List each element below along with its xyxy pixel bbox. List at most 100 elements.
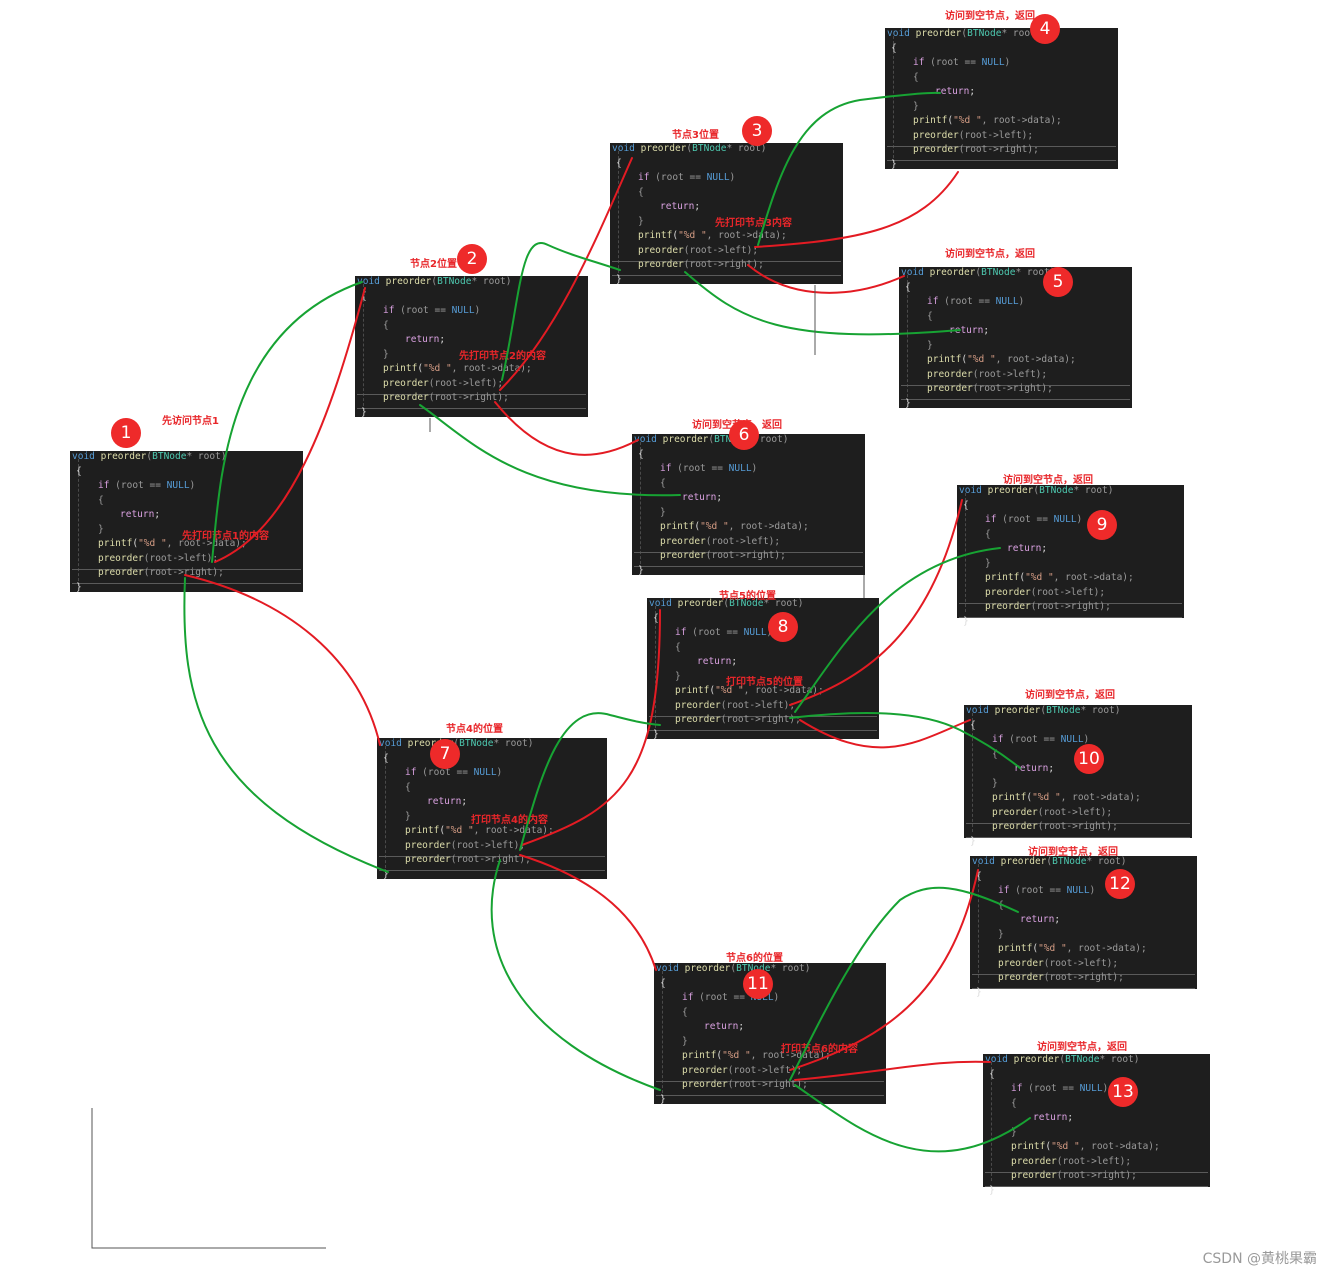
code-right-call: preorder(root->right);	[405, 854, 531, 865]
code-if-open: {	[660, 477, 666, 489]
code-left-call: preorder(root->left);	[682, 1064, 803, 1076]
step-badge: 1	[111, 418, 141, 448]
code-right-call: preorder(root->right);	[383, 392, 509, 403]
code-close-brace: }	[970, 835, 976, 847]
step-badge: 8	[768, 612, 798, 642]
current-line-highlight	[634, 552, 863, 567]
code-printf-line: printf("%d ", root->data);	[985, 572, 1134, 583]
indent-guide	[640, 442, 641, 569]
code-return-line: return;	[935, 86, 976, 97]
block-caption: 节点3位置	[672, 130, 719, 141]
code-printf-line: printf("%d ", root->data);	[675, 685, 824, 696]
code-right-call: preorder(root->right);	[998, 972, 1124, 983]
code-block-1: void preorder(BTNode* root){if (root == …	[70, 451, 303, 593]
code-block-3: void preorder(BTNode* root){if (root == …	[610, 143, 843, 285]
code-signature: void preorder(BTNode* root)	[972, 856, 1127, 867]
descend-arrow	[754, 171, 959, 248]
code-close-brace: }	[361, 406, 367, 418]
indent-guide	[965, 493, 966, 612]
descend-arrow	[184, 574, 381, 746]
code-if-line: if (root == NULL)	[992, 734, 1090, 745]
indent-guide	[618, 151, 619, 278]
code-block-10: void preorder(BTNode* root){if (root == …	[964, 705, 1192, 847]
block-caption: 节点6的位置	[726, 953, 783, 964]
return-arrow	[757, 91, 941, 246]
indent-guide	[972, 713, 973, 832]
code-open-brace: {	[963, 499, 969, 511]
block-caption: 节点2位置	[410, 259, 457, 270]
code-close-brace: }	[616, 273, 622, 285]
code-signature: void preorder(BTNode* root)	[901, 267, 1056, 278]
code-right-call: preorder(root->right);	[927, 383, 1053, 394]
return-arrow	[211, 281, 363, 563]
code-right-call: preorder(root->right);	[682, 1079, 808, 1090]
code-left-call: preorder(root->left);	[660, 535, 781, 547]
code-if-line: if (root == NULL)	[660, 463, 758, 474]
code-if-close: }	[913, 100, 919, 112]
block-caption: 访问到空节点，返回	[1025, 690, 1115, 701]
code-if-line: if (root == NULL)	[98, 480, 196, 491]
code-printf-line: printf("%d ", root->data);	[660, 521, 809, 532]
stray-mark	[91, 1108, 326, 1249]
code-if-open: {	[985, 528, 991, 540]
code-right-call: preorder(root->right);	[913, 144, 1039, 155]
code-close-brace: }	[660, 1093, 666, 1105]
code-if-open: {	[913, 71, 919, 83]
code-printf-line: printf("%d ", root->data);	[913, 115, 1062, 126]
code-block-5: void preorder(BTNode* root){if (root == …	[899, 267, 1132, 409]
code-left-call: preorder(root->left);	[405, 839, 526, 851]
code-return-line: return;	[405, 334, 446, 345]
code-left-call: preorder(root->left);	[927, 368, 1048, 380]
code-if-close: }	[985, 557, 991, 569]
code-printf-line: printf("%d ", root->data);	[682, 1050, 831, 1061]
descend-arrow	[494, 401, 639, 456]
return-arrow	[419, 404, 681, 497]
print-note: 先打印节点2的内容	[459, 351, 546, 362]
current-line-highlight	[901, 385, 1130, 400]
print-note: 打印节点4的内容	[471, 815, 548, 826]
return-arrow	[490, 859, 661, 1091]
code-close-brace: }	[383, 868, 389, 880]
code-signature: void preorder(BTNode* root)	[612, 143, 767, 154]
block-caption: 访问到空节点，返回	[1037, 1042, 1127, 1053]
code-return-line: return;	[120, 509, 161, 520]
descend-arrow	[499, 157, 633, 391]
code-printf-line: printf("%d ", root->data);	[992, 792, 1141, 803]
code-if-line: if (root == NULL)	[998, 885, 1096, 896]
code-close-brace: }	[653, 728, 659, 740]
csdn-watermark: CSDN @黄桃果霸	[1202, 1251, 1317, 1267]
code-close-brace: }	[976, 986, 982, 998]
code-printf-line: printf("%d ", root->data);	[1011, 1141, 1160, 1152]
code-return-line: return;	[1033, 1112, 1074, 1123]
return-arrow	[794, 547, 1001, 713]
code-if-line: if (root == NULL)	[913, 57, 1011, 68]
code-if-line: if (root == NULL)	[383, 305, 481, 316]
code-open-brace: {	[653, 612, 659, 624]
code-if-line: if (root == NULL)	[638, 172, 736, 183]
print-note: 先打印节点3内容	[715, 218, 792, 229]
indent-guide	[893, 36, 894, 163]
code-block-7: void preorder(BTNode* root){if (root == …	[377, 738, 607, 880]
descend-arrow	[799, 719, 971, 749]
code-left-call: preorder(root->left);	[383, 377, 504, 389]
descend-arrow	[519, 854, 657, 971]
code-signature: void preorder(BTNode* root)	[887, 28, 1042, 39]
code-return-line: return;	[1007, 543, 1048, 554]
print-note: 打印节点5的位置	[726, 677, 803, 688]
current-line-highlight	[357, 394, 586, 409]
code-open-brace: {	[638, 448, 644, 460]
code-if-close: }	[1011, 1126, 1017, 1138]
indent-guide	[662, 971, 663, 1098]
descend-arrow	[521, 609, 661, 846]
code-open-brace: {	[970, 719, 976, 731]
block-caption: 访问到空节点，返回	[945, 11, 1035, 22]
current-line-highlight	[72, 569, 301, 584]
code-return-line: return;	[660, 201, 701, 212]
step-badge: 11	[743, 969, 773, 999]
code-if-close: }	[383, 348, 389, 360]
code-if-open: {	[405, 781, 411, 793]
code-left-call: preorder(root->left);	[913, 129, 1034, 141]
code-open-brace: {	[891, 42, 897, 54]
code-if-open: {	[675, 641, 681, 653]
return-arrow	[519, 712, 661, 851]
